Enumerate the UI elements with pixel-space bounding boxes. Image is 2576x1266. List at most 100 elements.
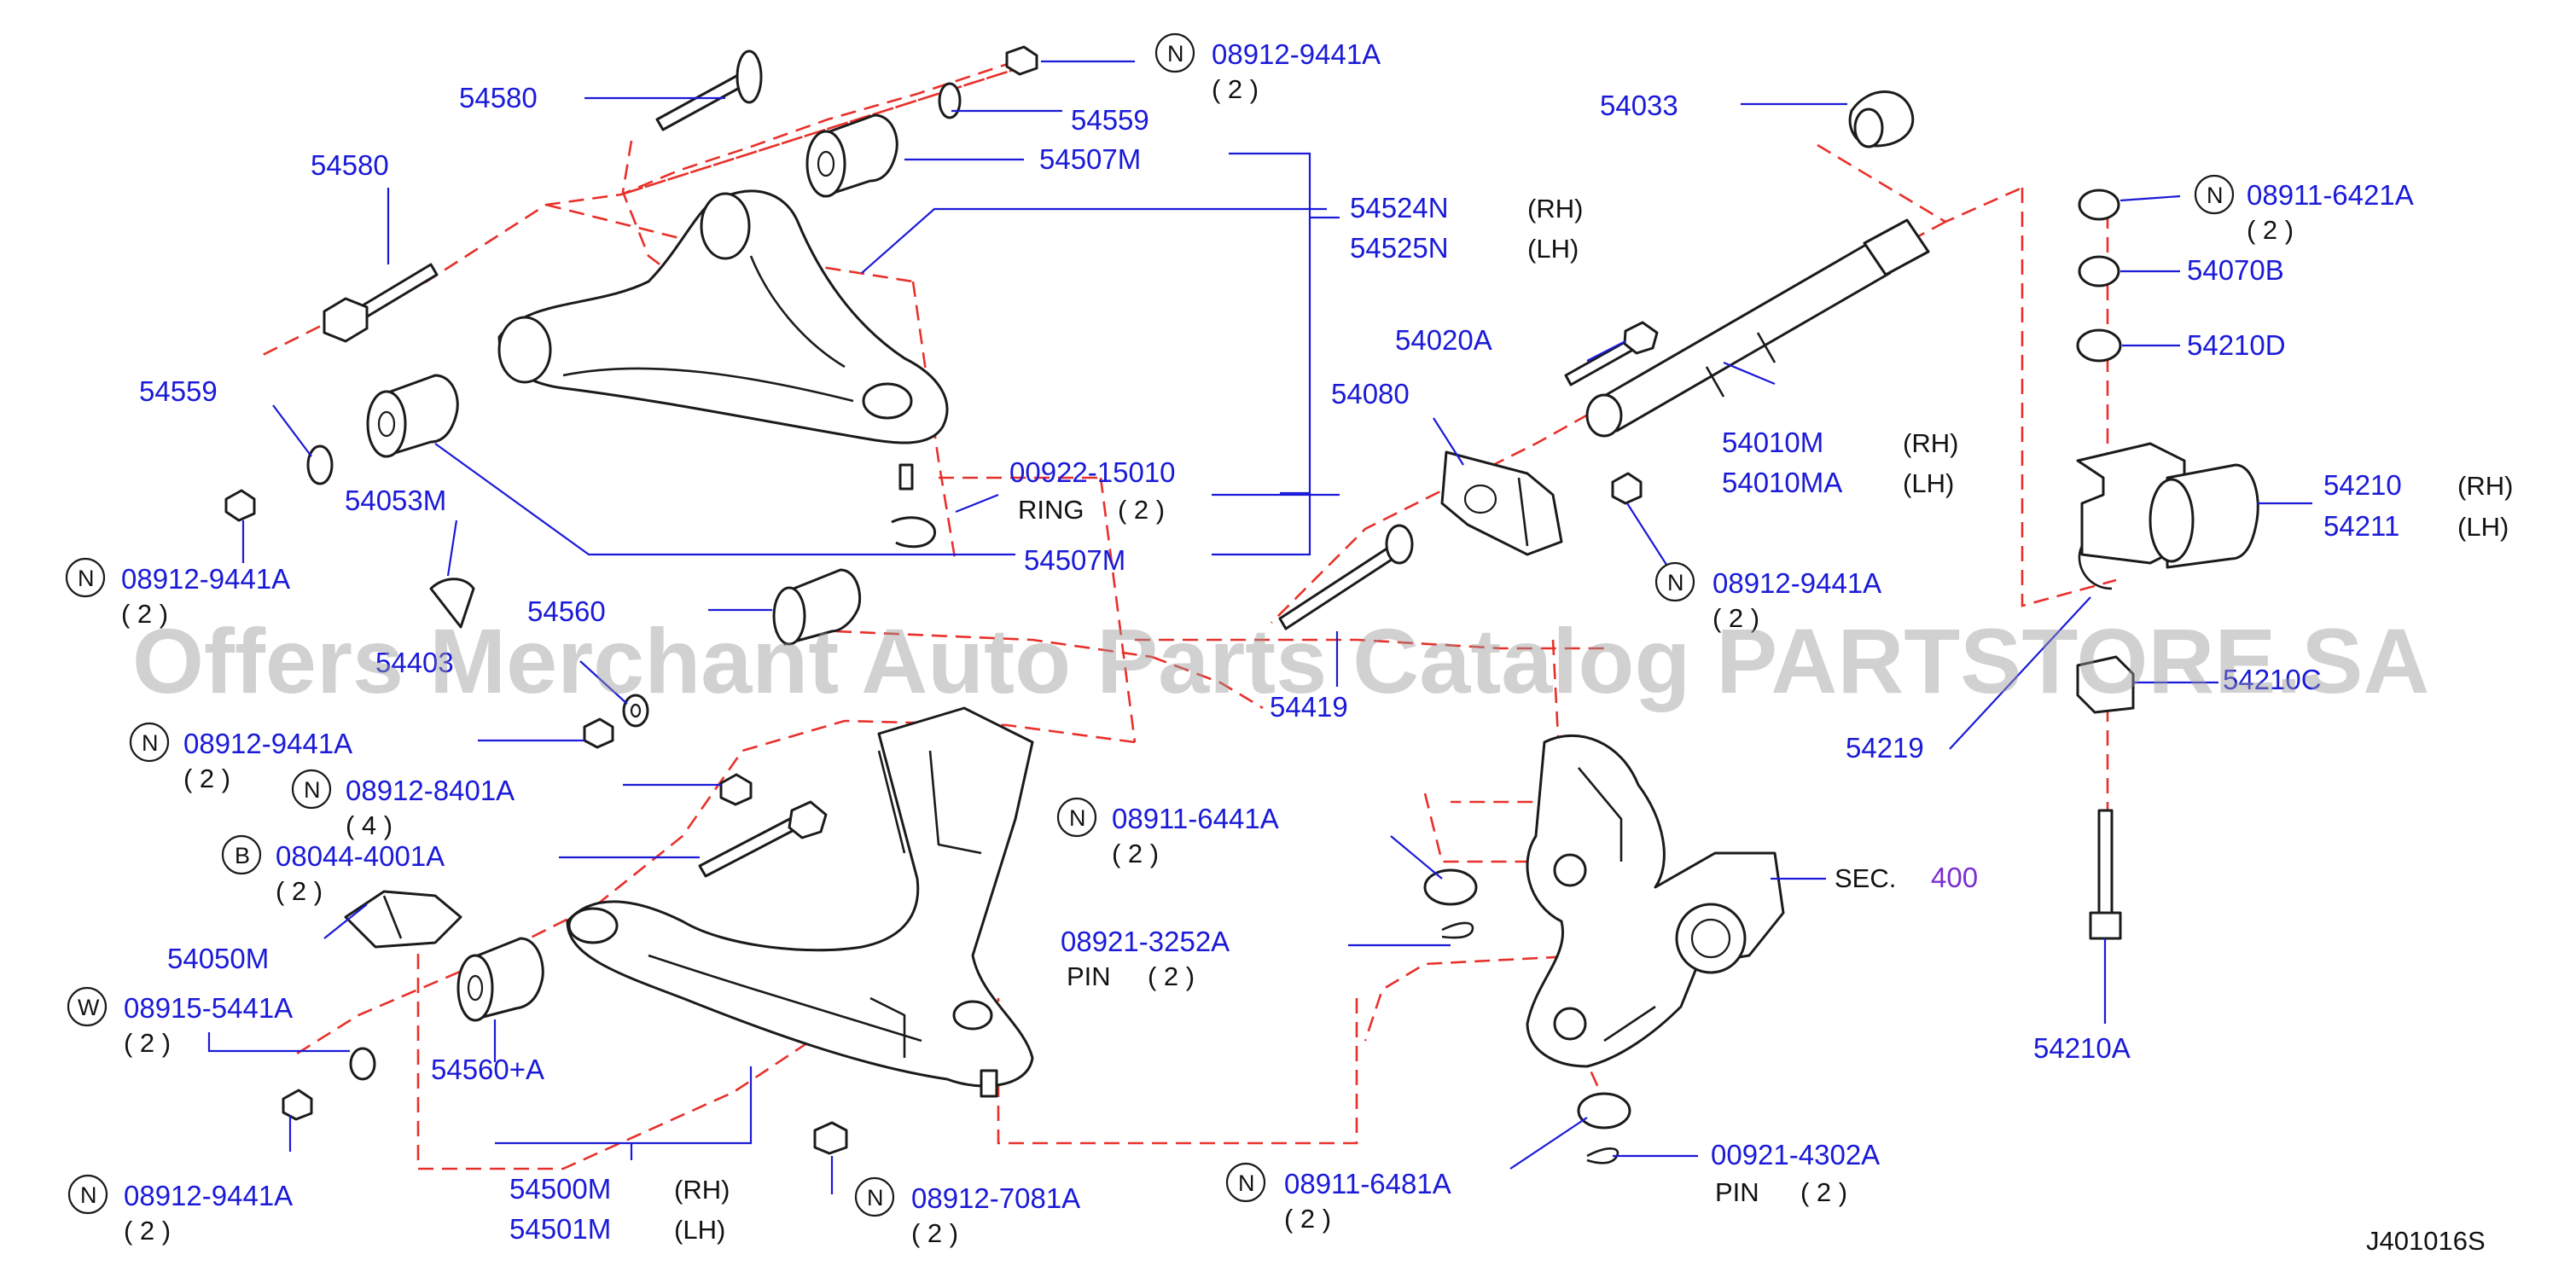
svg-text:( 4 ): ( 4 ) (346, 810, 393, 840)
castle-nut-08911-6441a (1423, 868, 1478, 906)
svg-text:N: N (867, 1185, 884, 1211)
castle-nut-08911-6481a (1577, 1092, 1631, 1130)
callout-n9: N 08911-6481A ( 2 ) (1225, 1162, 1451, 1234)
ring-00922-15010 (891, 516, 936, 549)
svg-text:08915-5441A: 08915-5441A (124, 992, 293, 1024)
svg-text:( 2 ): ( 2 ) (121, 599, 168, 629)
label-pin2-qty: ( 2 ) (1800, 1177, 1847, 1207)
label-54559-top: 54559 (1071, 104, 1149, 136)
upper-control-arm (497, 189, 949, 491)
label-54210c: 54210C (2223, 664, 2322, 695)
label-pin1-word: PIN (1067, 961, 1111, 991)
svg-text:( 2 ): ( 2 ) (1212, 74, 1259, 104)
nut-08912-7081a (813, 1121, 848, 1155)
label-54010ma: 54010MA (1722, 467, 1842, 498)
label-54211: 54211 (2323, 510, 2399, 542)
label-ring: RING (1018, 495, 1084, 525)
bushing-54507m-top (805, 113, 898, 198)
svg-text:W: W (78, 995, 100, 1020)
callout-n-6421a: N (2194, 174, 2235, 215)
callout-n7: N 08911-6441A ( 2 ) (1056, 797, 1279, 868)
lower-control-arm (566, 706, 1034, 1098)
svg-text:08912-8401A: 08912-8401A (346, 775, 515, 806)
nut-left (224, 489, 256, 522)
bushing-54507m-left (366, 374, 459, 458)
label-54560: 54560 (527, 595, 606, 627)
label-lh-4: (LH) (674, 1215, 725, 1245)
label-54524n: 54524N (1350, 192, 1449, 224)
svg-text:N: N (1167, 41, 1184, 67)
label-54010m: 54010M (1722, 427, 1823, 458)
label-54525n: 54525N (1350, 232, 1449, 264)
svg-text:08912-9441A: 08912-9441A (183, 728, 352, 759)
section-prefix: SEC. (1835, 863, 1896, 893)
svg-text:( 2 ): ( 2 ) (1112, 839, 1159, 868)
label-54210d: 54210D (2187, 329, 2286, 361)
callout-n4: N 08912-9441A ( 2 ) (67, 1174, 293, 1246)
svg-text:08911-6481A: 08911-6481A (1284, 1168, 1451, 1199)
nut-symbol-icon (2194, 174, 2235, 215)
nut-symbol-icon (1154, 32, 1195, 73)
callout-n5: N 08912-8401A ( 4 ) (291, 769, 515, 840)
label-54033: 54033 (1600, 90, 1678, 121)
torsion-bar-54010m (1585, 218, 1930, 438)
nut-symbol-icon (854, 1176, 895, 1217)
label-ring-qty: ( 2 ) (1118, 495, 1165, 525)
svg-text:B: B (235, 843, 250, 868)
label-54580-top: 54580 (459, 82, 538, 113)
svg-text:08044-4001A: 08044-4001A (276, 840, 445, 872)
label-54210: 54210 (2323, 469, 2402, 501)
label-54050m: 54050M (167, 943, 269, 974)
label-54403: 54403 (375, 647, 454, 678)
label-00922-15010: 00922-15010 (1009, 456, 1176, 488)
callout-n2: N 08912-9441A ( 2 ) (65, 557, 290, 629)
label-pin2-word: PIN (1715, 1177, 1759, 1207)
section-number: 400 (1931, 862, 1978, 893)
nut-bottom-left (282, 1089, 313, 1121)
label-54580-left: 54580 (311, 149, 389, 181)
watermark-text: Offers Merchant Auto Parts Catalog PARTS… (132, 609, 2429, 712)
label-54500m: 54500M (509, 1173, 611, 1205)
bolt-54580-top (655, 49, 763, 131)
label-54070b: 54070B (2187, 254, 2284, 286)
callout-n3: N 08912-9441A ( 2 ) (129, 722, 352, 793)
nut-symbol-icon (65, 557, 106, 598)
svg-text:( 2 ): ( 2 ) (124, 1216, 171, 1246)
label-rh-4: (RH) (674, 1175, 730, 1205)
svg-text:08911-6441A: 08911-6441A (1112, 803, 1279, 834)
washer-54559-top (938, 82, 962, 119)
bumper-54053m (429, 578, 475, 629)
label-54507m-bottom: 54507M (1024, 544, 1125, 576)
bracket-54080 (1440, 450, 1563, 556)
svg-text:( 2 ): ( 2 ) (1712, 603, 1759, 633)
nut-08912-9441a-mid (1611, 472, 1643, 505)
bolt-symbol-icon (221, 834, 262, 875)
nut-mid-left (583, 717, 614, 749)
bolt-54419 (1278, 524, 1414, 630)
label-54419: 54419 (1270, 691, 1348, 723)
label-54080: 54080 (1331, 378, 1410, 409)
bracket-54050m (344, 890, 462, 949)
washer-08915 (349, 1047, 376, 1081)
label-rh-1: (RH) (1527, 194, 1583, 224)
label-54219: 54219 (1846, 732, 1924, 764)
callout-b1: B 08044-4001A ( 2 ) (221, 834, 445, 906)
bolt-54020a (1564, 321, 1659, 386)
svg-text:08912-7081A: 08912-7081A (911, 1182, 1080, 1214)
label-rh-3: (RH) (2457, 471, 2513, 501)
label-54501m: 54501M (509, 1213, 611, 1245)
label-rh-2: (RH) (1903, 428, 1958, 458)
nut-symbol-icon (67, 1174, 108, 1215)
nut-top (1005, 45, 1038, 76)
svg-text:( 2 ): ( 2 ) (1284, 1204, 1331, 1234)
diagram-id: J401016S (2366, 1226, 2486, 1256)
label-lh-3: (LH) (2457, 512, 2509, 542)
label-08911-6421a: 08911-6421A (2247, 179, 2414, 211)
washer-54559-left (306, 444, 334, 485)
nut-symbol-icon (1654, 561, 1695, 602)
svg-text:N: N (1667, 570, 1684, 595)
svg-text:N: N (2207, 183, 2224, 208)
svg-text:( 2 ): ( 2 ) (124, 1028, 171, 1058)
washer-symbol-icon (67, 986, 108, 1027)
label-08911-6421a-qty: ( 2 ) (2247, 215, 2294, 245)
